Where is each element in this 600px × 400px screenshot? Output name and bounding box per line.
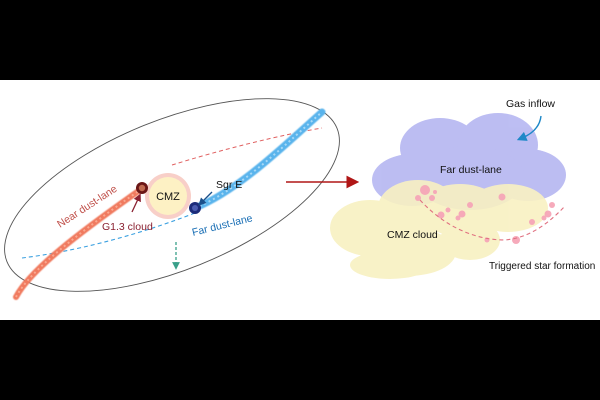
cmz-label: CMZ: [156, 191, 180, 203]
g13-cloud-label: G1.3 cloud: [102, 221, 153, 233]
bar-orbit-ellipse: [4, 98, 340, 292]
g13-arrow: [131, 193, 141, 213]
cmz-cloud-label: CMZ cloud: [387, 229, 438, 241]
cmz-core: [149, 177, 187, 215]
far-dust-lane-streak: [191, 108, 326, 212]
cmz-cloud: [330, 180, 548, 279]
gas-inflow-label: Gas inflow: [506, 98, 555, 110]
dashed-orbit-red: [171, 127, 323, 166]
far-dust-lane-label-left: Far dust-lane: [191, 212, 254, 239]
far-dust-lane-label-right: Far dust-lane: [440, 164, 502, 176]
gas-inflow-arrow: [516, 115, 542, 141]
dashed-orbit-blue: [21, 212, 196, 259]
sgr-e-arrow: [198, 191, 213, 206]
star-formation-blobs: [415, 185, 555, 244]
sgr-e-label: Sgr E: [216, 179, 242, 191]
triggered-star-formation-label: Triggered star formation: [489, 261, 595, 272]
